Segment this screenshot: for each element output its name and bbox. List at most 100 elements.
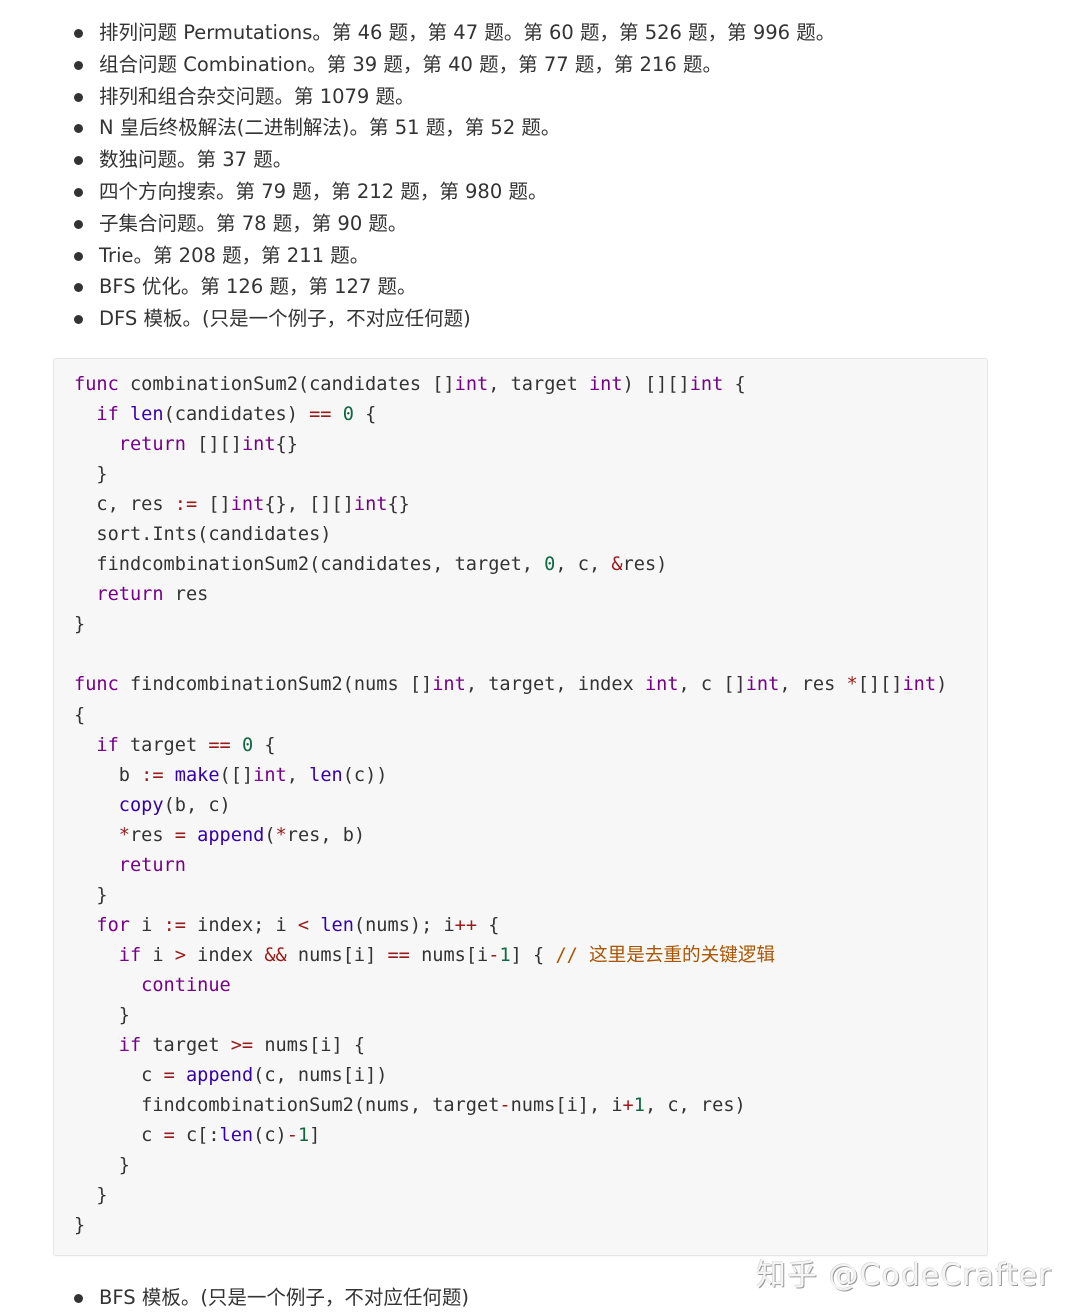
code-token-plain: (nums); i (353, 914, 455, 936)
code-token-plain: res (129, 824, 175, 846)
code-token-plain: ) (936, 674, 948, 696)
bullet-icon (74, 251, 83, 261)
code-line: return [][]int{} (74, 430, 947, 460)
topic-list: 排列问题 Permutations。第 46 题，第 47 题。第 60 题，第… (0, 17, 835, 335)
code-token-op: := (141, 764, 164, 786)
code-token-type: int (689, 374, 724, 395)
code-token-kw: return (96, 584, 164, 606)
code-token-comment: // 这里是去重的关键逻辑 (555, 944, 775, 966)
code-line: c = append(c, nums[i]) (74, 1061, 947, 1091)
topic-text: BFS 模板。(只是一个例子，不对应任何题) (99, 1286, 470, 1309)
code-token-builtin: len (219, 1125, 254, 1147)
bullet-icon (74, 29, 83, 38)
code-token-type: int (902, 674, 937, 696)
topic-text: 数独问题。第 37 题。 (99, 148, 293, 172)
code-line: func combinationSum2(candidates []int, t… (74, 370, 947, 400)
list-item: 数独问题。第 37 题。 (0, 144, 835, 176)
code-token-plain: i (141, 944, 175, 966)
code-token-plain (309, 915, 320, 936)
list-item: 排列和组合杂交问题。第 1079 题。 (0, 81, 835, 113)
code-token-plain: target (118, 734, 209, 756)
code-line: } (74, 1181, 947, 1211)
code-token-plain (74, 434, 119, 455)
code-token-op: < (297, 914, 310, 936)
code-token-op: = (163, 1065, 175, 1087)
code-token-plain: } (74, 464, 108, 486)
code-token-plain (74, 795, 119, 816)
code-token-plain (74, 584, 96, 605)
code-token-plain: (candidates) (163, 404, 310, 426)
code-token-plain: , c [] (678, 674, 746, 696)
code-token-plain: , c, res) (644, 1095, 746, 1117)
code-token-plain: c (74, 1065, 164, 1087)
code-token-plain: [][] (857, 674, 903, 696)
code-token-plain: , target (488, 374, 589, 395)
code-token-type: int (230, 494, 265, 516)
code-line: } (74, 1151, 947, 1181)
code-token-plain: } (74, 1004, 130, 1026)
code-token-kw: if (96, 404, 119, 426)
code-token-type: int (454, 374, 489, 395)
code-token-builtin: make (174, 764, 220, 786)
code-token-builtin: len (129, 404, 164, 426)
code-token-op: := (174, 494, 198, 516)
watermark: 知乎 @CodeCrafter (756, 1258, 1052, 1293)
code-token-plain: nums[i], i (510, 1095, 623, 1117)
code-token-op: && (264, 944, 287, 966)
code-line: func findcombinationSum2(nums []int, tar… (74, 670, 947, 700)
code-token-plain: { (723, 374, 746, 395)
code-token-plain: index (185, 944, 265, 966)
code-token-plain: i (129, 914, 164, 936)
code-content[interactable]: func combinationSum2(candidates []int, t… (74, 370, 947, 1241)
bullet-icon (74, 92, 83, 102)
code-line: for i := index; i < len(nums); i++ { (74, 911, 947, 941)
code-token-plain: res, b) (286, 824, 366, 846)
code-token-num: 0 (241, 734, 254, 756)
code-token-builtin: copy (118, 794, 164, 816)
code-token-op: - (488, 944, 500, 966)
code-token-plain (74, 404, 96, 425)
topic-text: Trie。第 208 题，第 211 题。 (99, 243, 370, 267)
code-token-type: int (253, 764, 287, 786)
code-token-op: := (163, 914, 186, 936)
code-token-plain: findcombinationSum2(nums, target (74, 1095, 500, 1117)
code-line: } (74, 460, 947, 490)
code-token-type: int (432, 674, 466, 696)
code-token-plain: nums[i] { (253, 1035, 366, 1057)
list-item: 排列问题 Permutations。第 46 题，第 47 题。第 60 题，第… (0, 17, 835, 49)
code-block[interactable]: func combinationSum2(candidates []int, t… (53, 358, 988, 1256)
code-token-plain: index; i (185, 914, 298, 936)
code-line: findcombinationSum2(nums, target-nums[i]… (74, 1091, 947, 1121)
code-line: c = c[:len(c)-1] (74, 1121, 947, 1151)
code-token-plain: {}, [][] (264, 494, 354, 516)
code-line: *res = append(*res, b) (74, 821, 947, 851)
code-token-type: int (745, 674, 780, 696)
code-token-plain: c (74, 1125, 164, 1147)
code-token-plain: (b, c) (163, 794, 231, 816)
code-token-plain (231, 735, 242, 756)
code-token-op: > (174, 944, 186, 966)
code-line: if i > index && nums[i] == nums[i-1] { /… (74, 941, 947, 971)
bullet-icon (74, 156, 83, 166)
code-token-op: = (163, 1125, 175, 1147)
code-line: } (74, 1001, 947, 1031)
code-token-plain: c, res (74, 494, 175, 516)
code-token-plain: (c)) (342, 764, 388, 786)
list-item: BFS 优化。第 126 题，第 127 题。 (0, 271, 835, 303)
code-line: } (74, 881, 947, 911)
code-token-op: + (622, 1095, 634, 1117)
topic-text: 组合问题 Combination。第 39 题，第 40 题，第 77 题，第 … (99, 52, 722, 76)
code-token-plain: sort.Ints(candidates) (74, 524, 332, 546)
list-item: DFS 模板。(只是一个例子，不对应任何题) (0, 303, 835, 335)
code-token-num: 1 (297, 1125, 310, 1147)
code-line: if len(candidates) == 0 { (74, 400, 947, 430)
code-token-plain: , res (779, 674, 847, 696)
code-token-plain: } (74, 1215, 86, 1237)
code-token-plain (164, 765, 175, 786)
code-token-op: == (208, 734, 231, 756)
code-token-op: * (118, 824, 130, 846)
code-line: if target == 0 { (74, 731, 947, 761)
code-line: sort.Ints(candidates) (74, 520, 947, 550)
code-token-kw: continue (141, 974, 231, 996)
list-item: 四个方向搜索。第 79 题，第 212 题，第 980 题。 (0, 176, 835, 208)
